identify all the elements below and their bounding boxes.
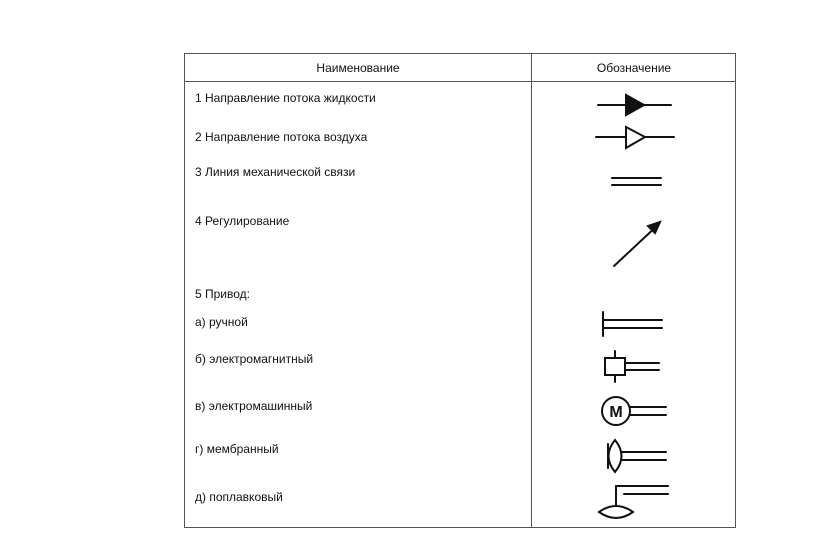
double-line-icon — [611, 177, 662, 186]
row-label-air-flow: 2 Направление потока воздуха — [195, 130, 368, 144]
row-label-mechanical-link: 3 Линия механической связи — [195, 165, 356, 179]
row-label-electromagnetic: б) электромагнитный — [195, 352, 314, 366]
row-label-manual: а) ручной — [195, 315, 248, 329]
row-label-float: д) поплавковый — [195, 490, 283, 504]
row-label-electric-machine: в) электромашинный — [195, 399, 313, 413]
row-label-liquid-flow: 1 Направление потока жидкости — [195, 91, 376, 105]
float-drive-icon — [597, 485, 669, 519]
header-name: Наименование — [316, 61, 400, 75]
header-divider — [185, 81, 735, 82]
row-label-membrane: г) мембранный — [195, 442, 279, 456]
electric-motor-drive-icon: M — [601, 396, 667, 426]
electromagnetic-drive-icon — [604, 350, 660, 383]
symbols-column: M — [595, 93, 675, 519]
column-divider — [531, 54, 532, 527]
legend-table: Наименование Обозначение 1 Направление п… — [184, 53, 736, 528]
membrane-drive-icon — [607, 438, 667, 474]
header-symbol: Обозначение — [596, 61, 672, 75]
filled-triangle-arrow-icon — [597, 93, 672, 117]
row-label-drive: 5 Привод: — [195, 287, 250, 301]
manual-drive-icon — [602, 311, 663, 337]
diagonal-arrow-icon — [613, 220, 662, 267]
row-label-regulation: 4 Регулирование — [195, 214, 290, 228]
hollow-triangle-arrow-icon — [595, 125, 675, 150]
motor-letter: M — [609, 404, 622, 421]
